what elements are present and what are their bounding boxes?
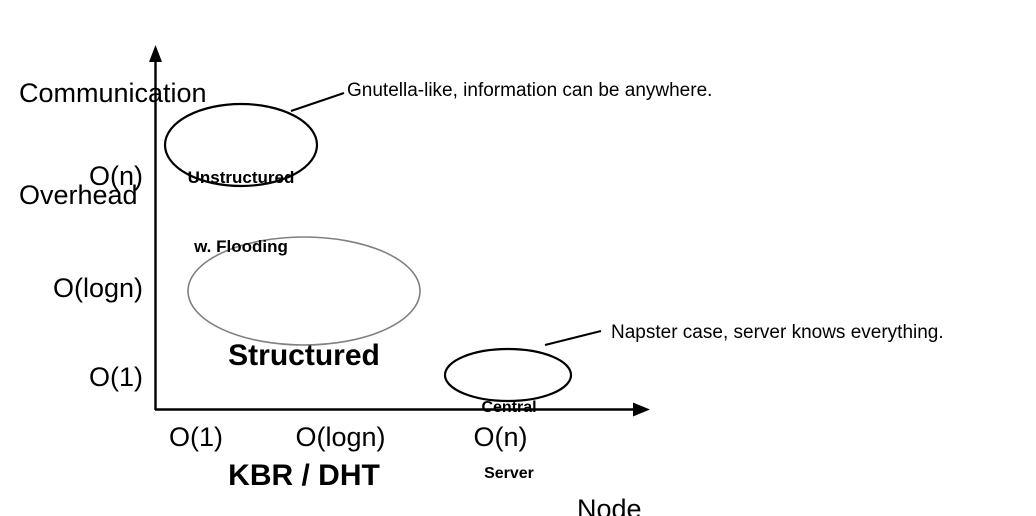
node-label-central-server-line1: Central (481, 399, 537, 416)
x-tick-label-o1: O(1) (169, 422, 223, 452)
y-axis-arrowhead-icon (149, 45, 162, 62)
x-tick-label-on: O(n) (473, 422, 528, 452)
node-label-structured-line1: Structured (228, 339, 380, 372)
y-axis (149, 45, 162, 410)
y-tick-label-ologn: O(logn) (52, 273, 143, 303)
node-label-central-server[interactable]: Central Server (447, 353, 571, 516)
node-label-unstructured-line2: w. Flooding (194, 237, 288, 256)
y-tick-label-on: O(n) (89, 161, 143, 191)
y-axis-title-line2: Overhead (19, 180, 138, 210)
y-tick-label-o1: O(1) (89, 362, 143, 392)
node-ellipse-structured[interactable] (187, 236, 421, 346)
x-axis-arrowhead-icon (633, 402, 650, 417)
annotation-napster: Napster case, server knows everything. (611, 322, 944, 343)
x-axis (155, 402, 650, 417)
node-label-structured[interactable]: Structured KBR / DHT (189, 256, 419, 516)
x-axis-title: Node State (577, 424, 642, 516)
x-axis-title-line1: Node (577, 494, 642, 516)
leader-line-gnutella (290, 92, 345, 112)
node-ellipse-unstructured[interactable] (163, 102, 319, 188)
leader-line-napster (544, 330, 602, 346)
node-label-unstructured-line1: Unstructured (187, 168, 295, 187)
node-label-unstructured[interactable]: Unstructured w. Flooding (161, 120, 321, 304)
x-tick-label-ologn: O(logn) (295, 422, 386, 452)
node-label-central-server-line2: Server (484, 465, 534, 482)
y-axis-title-line1: Communication (19, 78, 207, 108)
y-axis-title: Communication Overhead (19, 8, 207, 280)
node-ellipse-central-server[interactable] (443, 347, 573, 403)
node-label-structured-line2: KBR / DHT (228, 459, 380, 492)
annotation-gnutella: Gnutella-like, information can be anywhe… (347, 80, 713, 101)
